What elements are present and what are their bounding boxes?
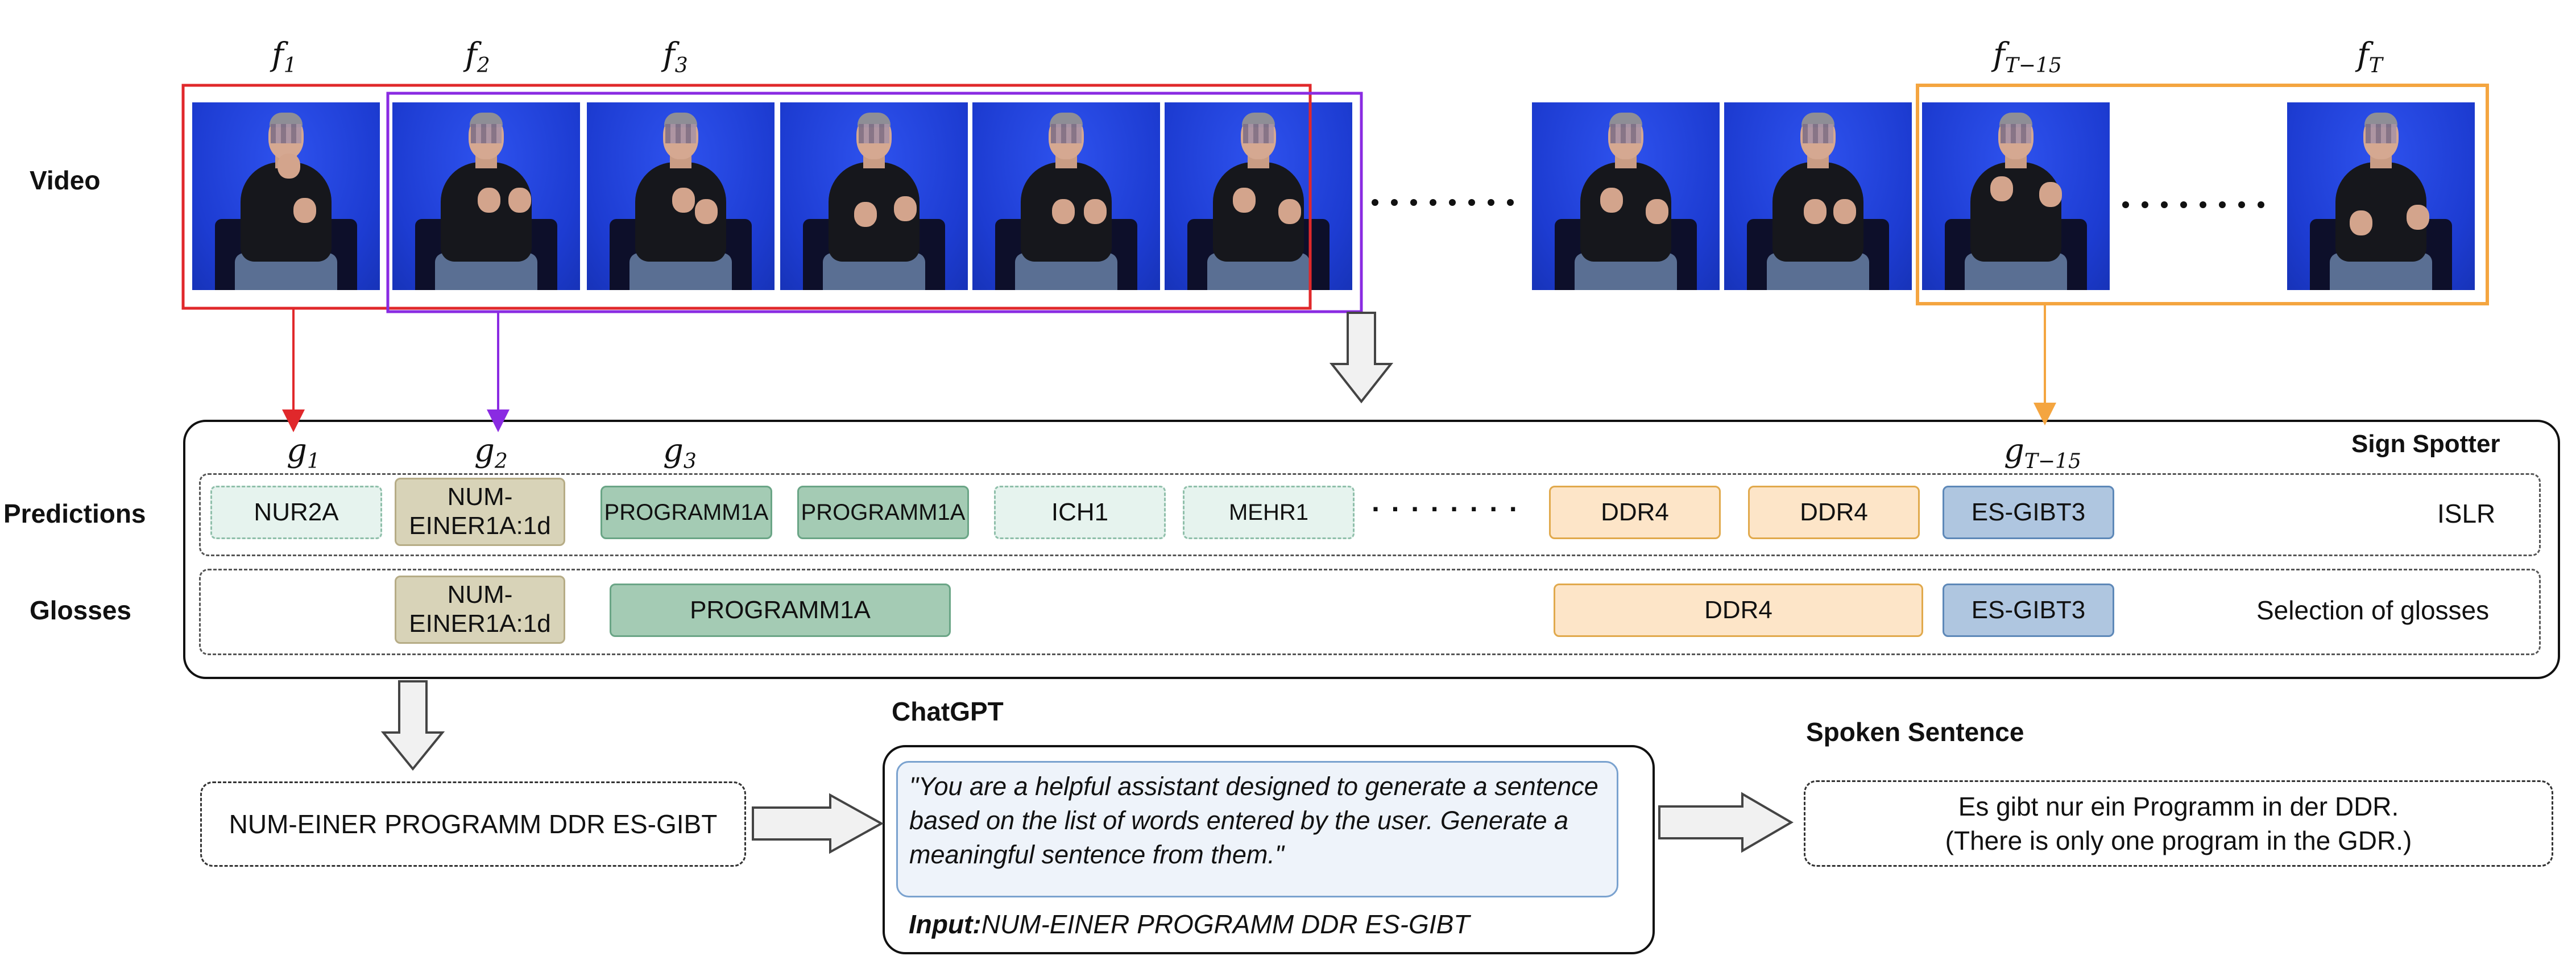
video-frame [1165, 102, 1352, 290]
spoken-sentence-english: (There is only one program in the GDR.) [1945, 826, 2412, 855]
video-frame [587, 102, 775, 290]
selected-gloss-box: NUM- EINER1A:1d [395, 576, 565, 644]
chatgpt-title: ChatGPT [892, 697, 1004, 726]
video-frame [392, 102, 580, 290]
prediction-box: PROGRAMM1A [600, 486, 772, 539]
gloss-label-g1: g1 [287, 432, 320, 474]
prediction-box: ES-GIBT3 [1943, 486, 2114, 539]
prediction-box: DDR4 [1748, 486, 1920, 539]
row-label-predictions: Predictions [3, 499, 146, 528]
input-label: Input: [909, 909, 981, 939]
video-frame [1532, 102, 1720, 290]
gloss-label-g3: g3 [663, 432, 697, 474]
video-frame [2287, 102, 2475, 290]
input-value: NUM-EINER PROGRAMM DDR ES-GIBT [981, 909, 1470, 939]
prediction-ellipsis: · · · · · · · · [1372, 493, 1520, 525]
chatgpt-prompt: "You are a helpful assistant designed to… [896, 761, 1618, 897]
block-arrow-right-1 [752, 793, 884, 854]
video-frame [1724, 102, 1912, 290]
islr-label: ISLR [2437, 499, 2496, 528]
selected-gloss-box: ES-GIBT3 [1943, 584, 2114, 637]
block-arrow-right-2 [1658, 792, 1794, 853]
video-ellipsis-2 [2122, 201, 2264, 208]
selected-gloss-box: DDR4 [1554, 584, 1923, 637]
row-label-video: Video [30, 166, 101, 195]
prediction-box: MEHR1 [1183, 486, 1355, 539]
selected-gloss-box: PROGRAMM1A [610, 584, 951, 637]
prediction-box: PROGRAMM1A [797, 486, 969, 539]
frame-label-f2: f2 [465, 36, 490, 78]
gloss-selection-row [199, 569, 2541, 655]
prediction-box: ICH1 [994, 486, 1166, 539]
video-frame [972, 102, 1160, 290]
chatgpt-input: Input:NUM-EINER PROGRAMM DDR ES-GIBT [909, 909, 1469, 940]
spoken-sentence-title: Spoken Sentence [1806, 717, 2024, 747]
video-frame [1922, 102, 2110, 290]
spoken-sentence-german: Es gibt nur ein Programm in der DDR. [1958, 792, 2399, 821]
frame-label-f1: f1 [272, 36, 297, 78]
frame-label-f3: f3 [663, 36, 688, 78]
video-frame [780, 102, 968, 290]
frame-label-fT15: fT−15 [1993, 36, 2062, 78]
block-arrow-down-2 [380, 680, 445, 771]
gloss-label-g2: g2 [474, 432, 508, 474]
video-frame [192, 102, 380, 290]
frame-label-fT: fT [2357, 36, 2383, 78]
islr-row [199, 473, 2541, 556]
row-label-glosses: Glosses [30, 595, 131, 625]
sign-spotter-title: Sign Spotter [2351, 430, 2500, 458]
selection-label: Selection of glosses [2256, 595, 2490, 625]
prediction-box: DDR4 [1549, 486, 1721, 539]
prediction-box: NUM- EINER1A:1d [395, 478, 565, 546]
sign-spotter-panel [183, 420, 2560, 679]
spoken-sentence-box: Es gibt nur ein Programm in der DDR. (Th… [1804, 780, 2553, 867]
block-arrow-down-1 [1329, 312, 1394, 404]
gloss-sequence-box: NUM-EINER PROGRAMM DDR ES-GIBT [200, 781, 746, 867]
gloss-label-gT15: gT−15 [2004, 432, 2081, 474]
prediction-box: NUR2A [210, 486, 382, 539]
video-ellipsis-1 [1372, 199, 1514, 206]
